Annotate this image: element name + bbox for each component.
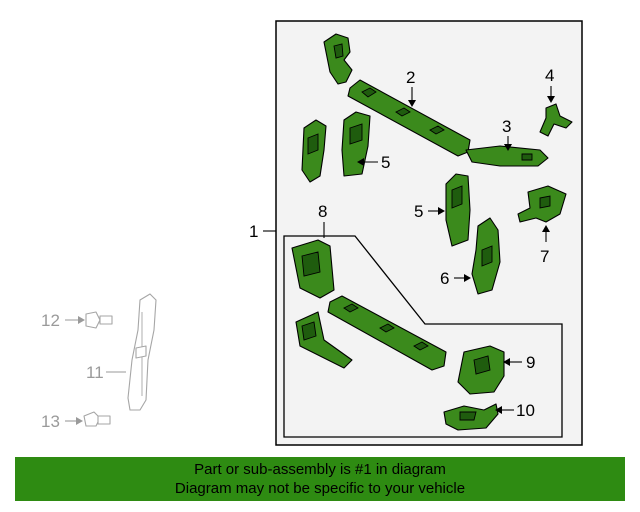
callout-7[interactable]: 7 <box>540 247 549 266</box>
part-6-support[interactable] <box>471 217 501 295</box>
part-2-upper-tie-bar[interactable] <box>347 79 471 157</box>
parts-diagram: 1 2 3 4 5 5 <box>41 20 583 446</box>
part-8-lower-tie-bar[interactable] <box>327 295 447 371</box>
part-10-bracket[interactable] <box>443 403 499 431</box>
callout-5-upper[interactable]: 5 <box>381 153 390 172</box>
callout-2[interactable]: 2 <box>406 68 415 87</box>
part-upper-left-bracket[interactable] <box>323 33 353 85</box>
callout-1[interactable]: 1 <box>249 222 258 241</box>
part-5-lower-support[interactable] <box>445 173 471 247</box>
callout-13[interactable]: 13 <box>41 412 60 431</box>
part-3-bracket[interactable] <box>465 145 549 167</box>
footer-banner: Part or sub-assembly is #1 in diagram Di… <box>15 457 625 501</box>
part-13-clip[interactable] <box>83 411 111 427</box>
part-7-bracket[interactable] <box>517 185 567 223</box>
part-11-side-pillar[interactable] <box>127 293 157 411</box>
callout-12[interactable]: 12 <box>41 311 60 330</box>
callout-6[interactable]: 6 <box>440 269 449 288</box>
callout-3[interactable]: 3 <box>502 117 511 136</box>
callout-4[interactable]: 4 <box>545 66 554 85</box>
sub-assembly-box <box>283 235 563 438</box>
part-4-clip[interactable] <box>539 103 573 137</box>
callout-8[interactable]: 8 <box>318 202 327 221</box>
part-left-side-panel[interactable] <box>301 119 327 183</box>
part-12-bolt[interactable] <box>85 311 113 329</box>
callout-5-lower[interactable]: 5 <box>414 202 423 221</box>
footer-line-2: Diagram may not be specific to your vehi… <box>174 480 466 497</box>
footer-line-1: Part or sub-assembly is #1 in diagram <box>194 461 446 478</box>
callout-9[interactable]: 9 <box>526 353 535 372</box>
part-9-bracket[interactable] <box>457 345 505 395</box>
callout-11[interactable]: 11 <box>86 363 104 382</box>
assembly-box <box>275 20 583 446</box>
part-8-lower-left-piece[interactable] <box>295 311 353 369</box>
callout-10[interactable]: 10 <box>516 401 535 420</box>
part-8-upper-left-piece[interactable] <box>291 239 335 299</box>
